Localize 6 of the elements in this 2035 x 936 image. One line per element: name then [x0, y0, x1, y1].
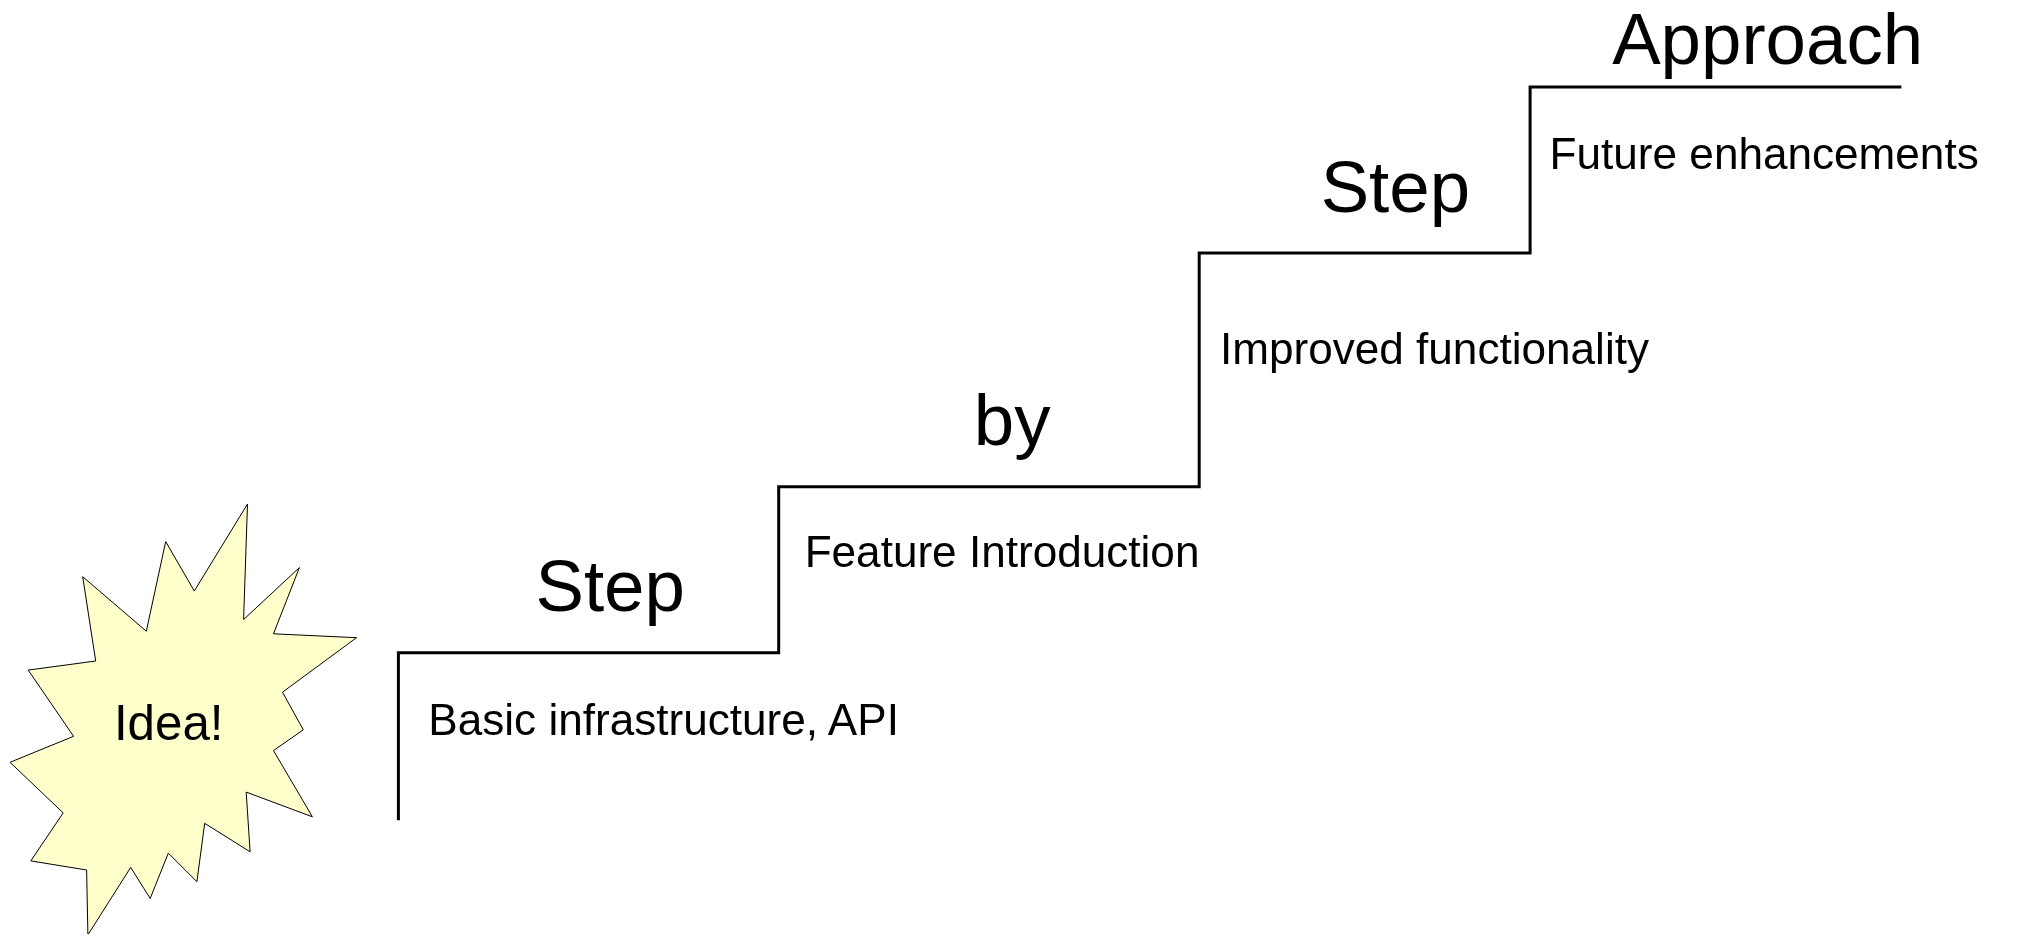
step-description: Feature Introduction — [804, 529, 1200, 574]
step-description: Basic infrastructure, API — [428, 698, 899, 743]
starburst-node — [10, 503, 357, 935]
step-description: Future enhancements — [1549, 132, 1979, 177]
step-description: Improved functionality — [1219, 327, 1649, 372]
node-text: Idea! — [112, 698, 225, 748]
